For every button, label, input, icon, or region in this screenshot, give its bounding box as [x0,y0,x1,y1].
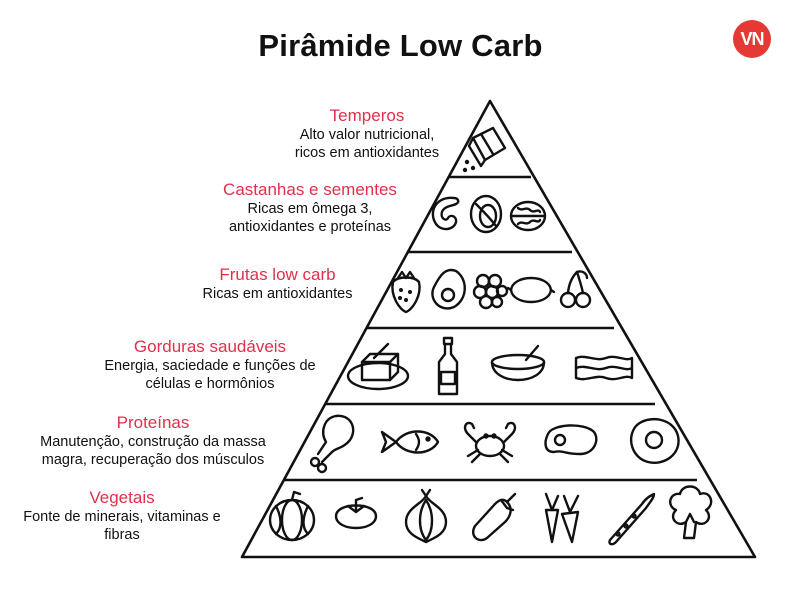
tier-heading: Vegetais [89,488,155,507]
tier-description-line: antioxidantes e proteínas [228,219,392,235]
chicken-leg-icon [309,414,355,474]
tier-heading: Proteínas [116,413,190,432]
tier-description-line: fibras [104,527,140,543]
logo-icon: VN [733,20,771,58]
green-bean-icon [608,492,656,546]
broccoli-icon [669,485,713,540]
steak-icon [544,424,598,456]
salt-shaker-icon [462,126,507,173]
lemon-icon [506,276,556,304]
bacon-icon [574,355,634,381]
tier-label-gorduras: Gorduras saudáveis Energia, saciedade e … [85,337,335,393]
tier-description-line: Alto valor nutricional, [299,127,435,143]
tier-description-line: Fonte de minerais, vitaminas e [23,509,221,525]
tier-label-vegetais: Vegetais Fonte de minerais, vitaminas e … [8,488,236,544]
eggplant-icon [472,492,517,542]
tier-description-line: Ricas em ômega 3, [247,201,373,217]
walnut-icon [509,200,547,232]
raspberry-icon [472,273,509,310]
tier-description-line: Manutenção, construção da massa [40,434,266,450]
tier-heading: Temperos [329,106,405,125]
tier-heading: Gorduras saudáveis [133,337,287,356]
fish-icon [380,430,440,454]
onion-icon [404,488,448,544]
cherry-icon [559,270,592,309]
tier-label-temperos: Temperos Alto valor nutricional, ricos e… [262,106,472,162]
tier-description-line: ricos em antioxidantes [294,145,440,161]
tier-heading: Castanhas e sementes [223,180,397,199]
tier-description-line: magra, recuperação dos músculos [41,452,265,468]
tier-description-line: células e hormônios [145,376,275,392]
oil-bottle-icon [437,336,459,396]
crab-icon [463,421,517,464]
tier-description-line: Ricas em antioxidantes [202,286,353,302]
butter-icon [346,342,410,391]
coconut-icon [490,344,546,382]
page-title: Pirâmide Low Carb [258,28,543,63]
pistachio-icon [469,194,503,234]
cashew-icon [431,196,460,231]
strawberry-icon [391,270,421,314]
tier-label-castanhas: Castanhas e sementes Ricas em ômega 3, a… [195,180,425,236]
tier-label-frutas: Frutas low carb Ricas em antioxidantes [170,265,385,303]
tier-heading: Frutas low carb [219,265,336,284]
avocado-icon [431,268,466,310]
tomato-icon [334,496,378,530]
fried-egg-icon [629,417,680,464]
tier-description-line: Energia, saciedade e funções de [104,358,316,374]
carrot-icon [544,492,580,544]
pumpkin-icon [268,490,316,542]
tier-label-proteinas: Proteínas Manutenção, construção da mass… [22,413,284,469]
